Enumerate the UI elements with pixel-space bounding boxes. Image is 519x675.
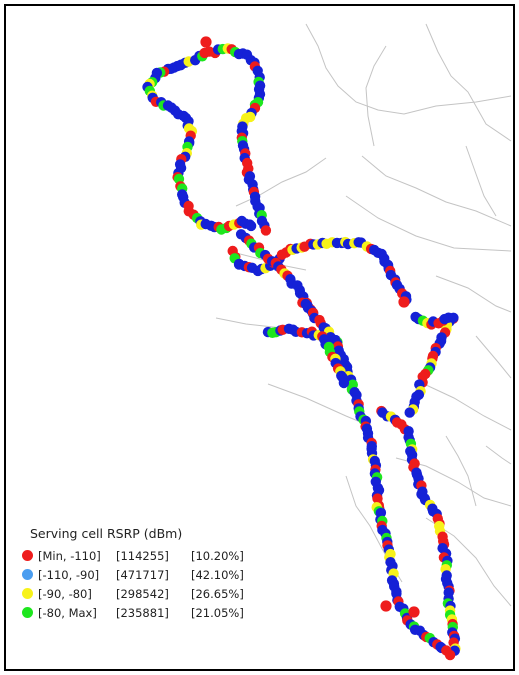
road-line <box>305 23 512 115</box>
road-line <box>365 45 387 147</box>
legend-count: [298542] <box>116 586 169 601</box>
measurement-dot <box>245 220 257 232</box>
road-network <box>215 23 512 607</box>
measurement-dot <box>404 407 415 418</box>
map-frame: Serving cell RSRP (dBm) [Min, -110] [114… <box>4 4 515 671</box>
road-line <box>475 335 512 379</box>
road-line <box>361 155 512 227</box>
road-line <box>425 23 512 142</box>
measurement-dot <box>448 312 459 323</box>
legend-title: Serving cell RSRP (dBm) <box>30 526 183 541</box>
legend-percent: [21.05%] <box>191 605 244 620</box>
measurement-dot <box>200 36 212 48</box>
legend-range: [-110, -90] <box>38 567 100 582</box>
measurement-dot <box>408 606 420 618</box>
measurement-dot <box>380 600 392 612</box>
legend-count: [235881] <box>116 605 169 620</box>
road-line <box>435 275 512 313</box>
road-line <box>267 383 371 427</box>
legend-range: [-90, -80] <box>38 586 92 601</box>
measurement-dot <box>444 649 456 661</box>
legend-swatch <box>22 588 33 599</box>
legend-item-green: [-80, Max] [235881] [21.05%] <box>22 603 261 622</box>
legend-swatch <box>22 607 33 618</box>
measurement-points <box>142 36 461 661</box>
road-line <box>465 145 497 217</box>
legend-range: [-80, Max] <box>38 605 97 620</box>
road-line <box>345 195 512 252</box>
road-line <box>445 435 477 507</box>
measurement-dot <box>398 296 410 308</box>
legend: Serving cell RSRP (dBm) [Min, -110] [114… <box>22 526 261 622</box>
legend-percent: [26.65%] <box>191 586 244 601</box>
legend-item-red: [Min, -110] [114255] [10.20%] <box>22 546 261 565</box>
legend-swatch <box>22 569 33 580</box>
legend-item-yellow: [-90, -80] [298542] [26.65%] <box>22 584 261 603</box>
measurement-dot <box>260 225 272 236</box>
legend-percent: [10.20%] <box>191 548 244 563</box>
measurement-dot <box>338 377 350 389</box>
legend-percent: [42.10%] <box>191 567 244 582</box>
legend-item-blue: [-110, -90] [471717] [42.10%] <box>22 565 261 584</box>
legend-count: [114255] <box>116 548 169 563</box>
legend-range: [Min, -110] <box>38 548 101 563</box>
legend-count: [471717] <box>116 567 169 582</box>
road-line <box>485 445 512 465</box>
coverage-map[interactable] <box>6 6 513 669</box>
legend-swatch <box>22 550 33 561</box>
road-line <box>423 383 512 431</box>
